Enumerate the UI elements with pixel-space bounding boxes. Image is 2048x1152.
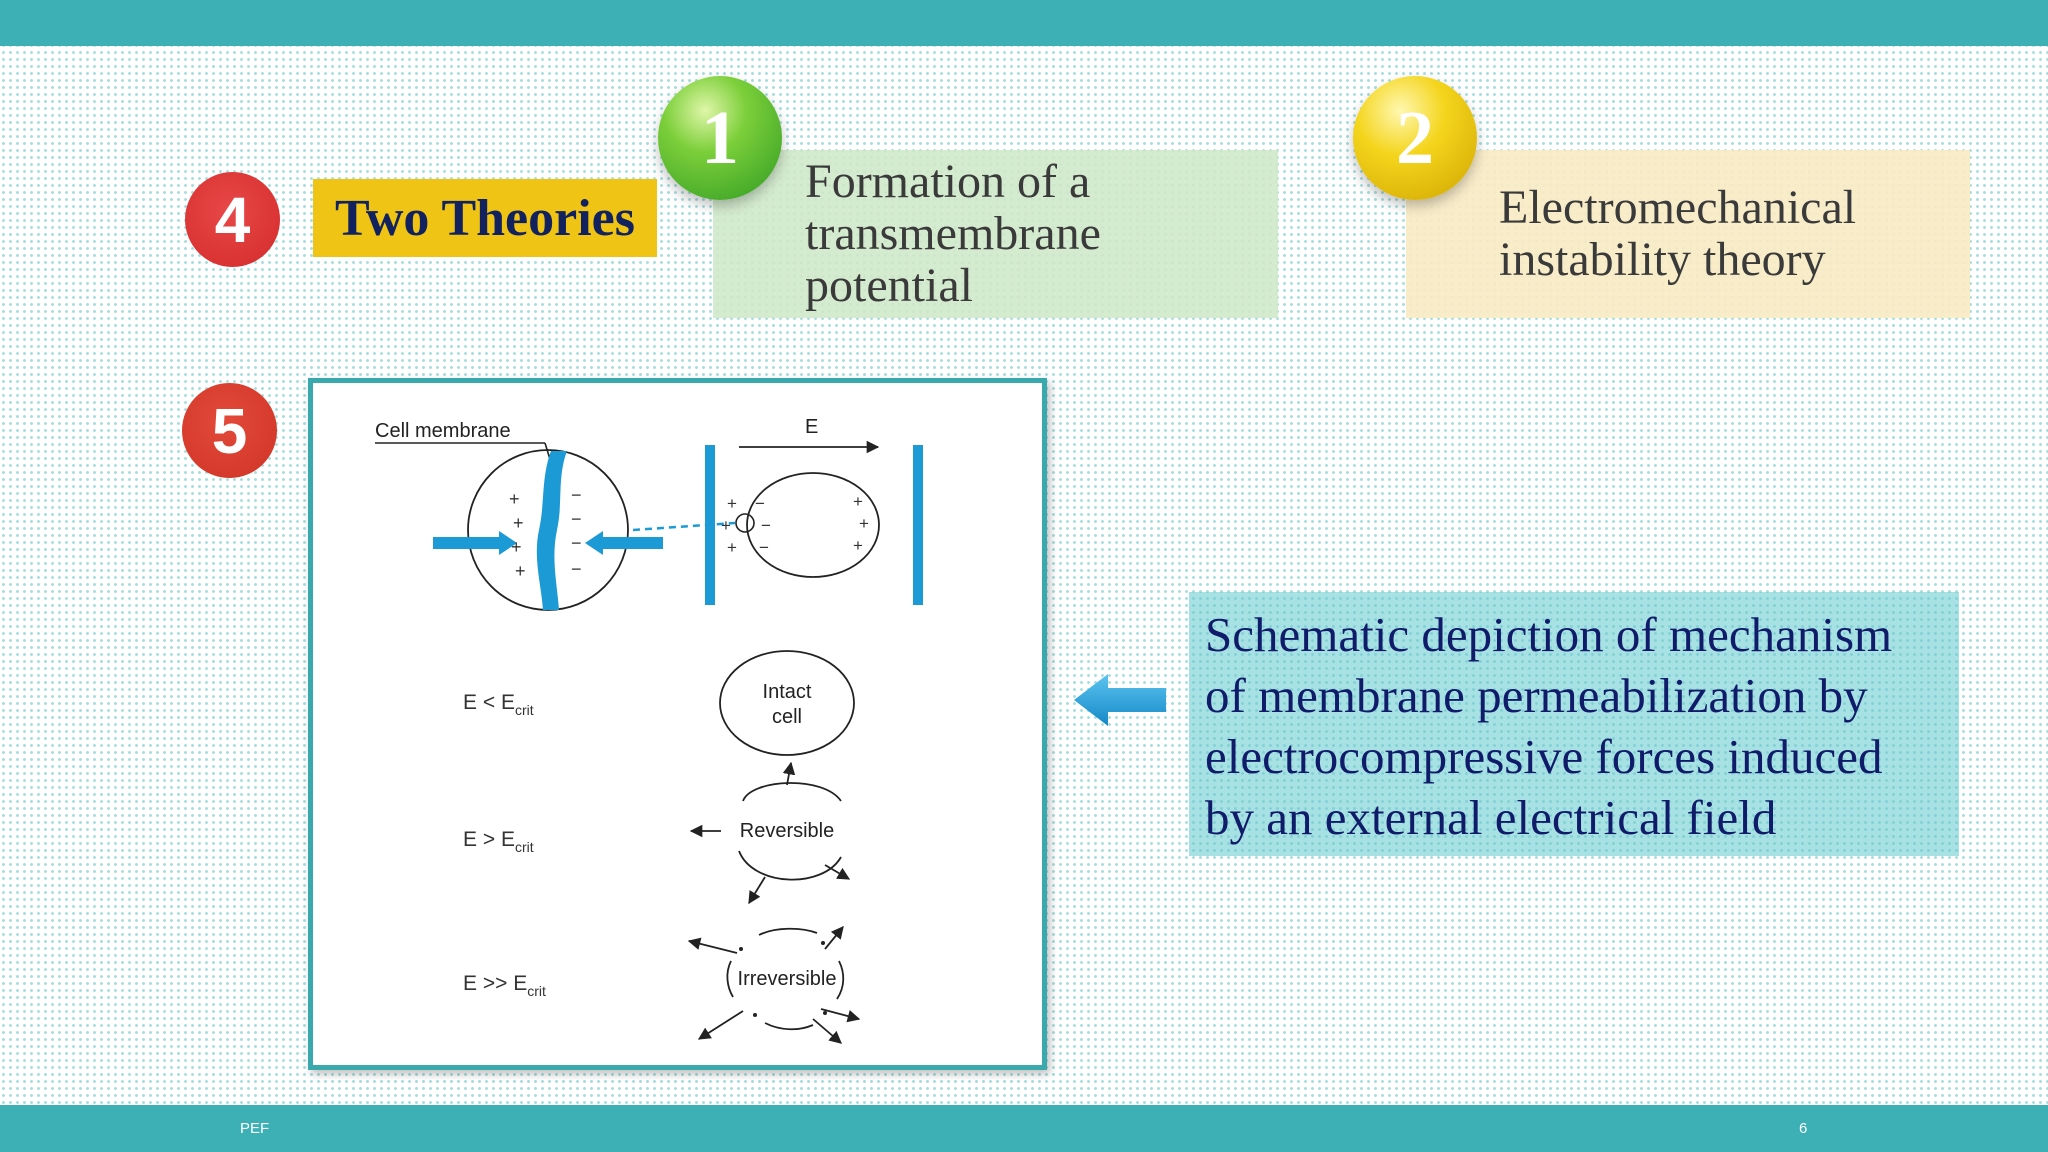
right-cell <box>746 472 880 578</box>
irreversible-arrow-down-left <box>697 1010 744 1040</box>
left-electrode <box>705 445 715 605</box>
fragment-dot-3 <box>753 1013 757 1017</box>
plus-1: + <box>509 489 520 509</box>
minus-2: − <box>571 509 582 529</box>
theory-1-box: Formation of a transmembrane potential <box>713 150 1278 318</box>
irreversible-arrow-up-right <box>824 926 844 950</box>
reversible-arrow-down-left <box>748 876 766 905</box>
figure-frame: Cell membrane + + + + − − − − E + <box>308 378 1047 1070</box>
plus-8: + <box>853 492 863 511</box>
fragment-dot-1 <box>739 947 743 951</box>
plus-9: + <box>859 514 869 533</box>
theory-2-text: Electromechanical instability theory <box>1499 181 1857 286</box>
cell-membrane-label: Cell membrane <box>375 420 511 442</box>
description-line-2: of membrane permeabilization by <box>1205 668 1868 723</box>
intact-label-1: Intact <box>763 681 812 703</box>
condition-low: E < Ecrit <box>463 691 534 718</box>
theory-1-text: Formation of a transmembrane potential <box>805 155 1101 312</box>
badge-5: 5 <box>182 383 277 478</box>
right-electrode <box>913 445 923 605</box>
irreversible-arc-top <box>758 927 818 936</box>
plus-7: + <box>727 538 737 557</box>
minus-1: − <box>571 485 582 505</box>
irreversible-arc-bottom <box>764 1022 814 1031</box>
pore-marker <box>735 513 755 533</box>
reversible-label: Reversible <box>740 820 834 842</box>
dashed-connector <box>632 521 736 532</box>
minus-4: − <box>571 559 582 579</box>
irreversible-arrow-up-left <box>687 937 738 954</box>
irreversible-arrow-down-right <box>812 1018 842 1044</box>
top-bar <box>0 0 2048 46</box>
minus-3: − <box>571 533 582 553</box>
title-box: Two Theories <box>313 179 657 257</box>
bottom-bar <box>0 1105 2048 1152</box>
description-box: Schematic depiction of mechanism of memb… <box>1189 592 1959 856</box>
plus-2: + <box>513 513 524 533</box>
minus-7: − <box>759 538 769 557</box>
reversible-cell-bottom <box>738 850 842 881</box>
reversible-arrow-up <box>782 761 796 786</box>
irreversible-label: Irreversible <box>738 968 837 990</box>
description-line-1: Schematic depiction of mechanism <box>1205 607 1893 662</box>
reversible-arrow-down-right <box>824 864 851 880</box>
badge-4: 4 <box>185 172 280 267</box>
minus-6: − <box>761 516 771 535</box>
intact-cell <box>719 650 855 756</box>
page-number: 6 <box>1799 1120 1808 1137</box>
force-arrowhead-left <box>499 531 517 555</box>
condition-mid: E > Ecrit <box>463 828 534 855</box>
force-arrowhead-right <box>585 531 603 555</box>
description-line-3: electrocompressive forces induced <box>1205 729 1883 784</box>
irreversible-arc-left <box>726 960 734 998</box>
plus-10: + <box>853 536 863 555</box>
orb-1-icon: 1 <box>658 76 782 200</box>
plus-3: + <box>511 537 522 557</box>
description-line-4: by an external electrical field <box>1205 790 1777 845</box>
field-label: E <box>805 416 818 438</box>
plus-5: + <box>727 494 737 513</box>
plus-4: + <box>515 561 526 581</box>
reversible-cell-top <box>742 782 842 802</box>
slide-title: Two Theories <box>335 189 635 247</box>
fragment-dot-2 <box>821 941 825 945</box>
minus-5: − <box>755 494 765 513</box>
plus-6: + <box>721 516 731 535</box>
left-arrow-icon <box>1074 674 1166 726</box>
theory-2-box: Electromechanical instability theory <box>1406 150 1970 318</box>
fragment-dot-4 <box>823 1011 827 1015</box>
orb-2-icon: 2 <box>1353 76 1477 200</box>
condition-high: E >> Ecrit <box>463 972 546 999</box>
membrane-band <box>536 451 567 610</box>
footer-label: PEF <box>240 1120 270 1137</box>
irreversible-arc-right <box>836 960 845 1000</box>
membrane-diagram: Cell membrane + + + + − − − − E + <box>375 416 923 1044</box>
irreversible-arrow-right <box>820 1008 861 1023</box>
intact-label-2: cell <box>772 706 802 728</box>
